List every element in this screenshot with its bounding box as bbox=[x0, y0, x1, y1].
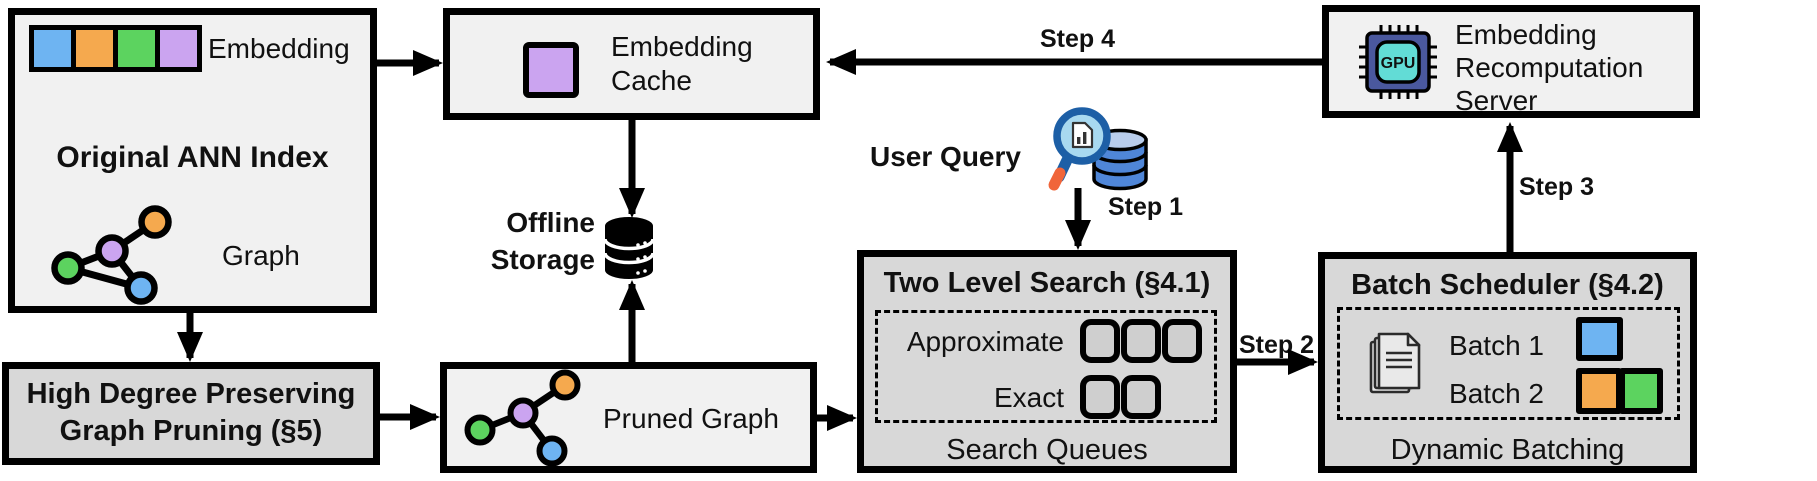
original-ann-index-box: Embedding Original ANN Index Graph bbox=[8, 8, 377, 313]
dynamic-batching-footer: Dynamic Batching bbox=[1390, 434, 1625, 466]
server-line1: Embedding bbox=[1455, 19, 1597, 50]
batch2-item-orange bbox=[1576, 368, 1622, 414]
batch1-label: Batch 1 bbox=[1449, 330, 1544, 361]
two-level-search-title: Two Level Search (§4.1) bbox=[883, 267, 1211, 299]
batch2-item-green bbox=[1619, 368, 1663, 414]
graph-pruning-box: High Degree Preserving Graph Pruning (§5… bbox=[2, 362, 380, 465]
batch1-item-icon bbox=[1576, 317, 1623, 361]
step1-label: Step 1 bbox=[1108, 193, 1184, 221]
queue-slot bbox=[1121, 375, 1161, 419]
batch2-label: Batch 2 bbox=[1449, 378, 1544, 409]
dynamic-batching-dashed-box: Batch 1 Batch 2 bbox=[1337, 307, 1680, 420]
user-query-icon bbox=[1048, 107, 1148, 191]
graph-icon bbox=[51, 205, 172, 305]
cached-embedding-icon bbox=[523, 42, 579, 98]
queue-slot bbox=[1080, 375, 1120, 419]
embedding-cache-line2: Cache bbox=[611, 64, 692, 96]
recomputation-server-box: GPU Embedding Recomputation Server bbox=[1322, 5, 1700, 118]
server-line2: Recomputation bbox=[1455, 52, 1644, 84]
embedding-label: Embedding bbox=[208, 33, 350, 64]
queue-slot bbox=[1080, 319, 1120, 363]
offline-storage-label: Offline Storage bbox=[430, 205, 595, 279]
embedding-cell-green bbox=[118, 30, 155, 67]
exact-label: Exact bbox=[993, 382, 1064, 413]
approximate-queue-icon bbox=[1080, 319, 1202, 363]
original-ann-index-title: Original ANN Index bbox=[56, 141, 329, 174]
pruned-graph-icon bbox=[464, 369, 581, 467]
offline-storage-line1: Offline bbox=[506, 207, 595, 238]
step4-label: Step 4 bbox=[1040, 25, 1116, 53]
batch-scheduler-box: Batch Scheduler (§4.2) Batch 1 Batch 2 bbox=[1318, 252, 1697, 473]
two-level-search-box: Two Level Search (§4.1) Approximate Exac… bbox=[857, 250, 1237, 473]
embedding-cell-purple bbox=[160, 30, 197, 67]
embedding-cache-line1: Embedding bbox=[611, 31, 753, 62]
graph-pruning-line1: High Degree Preserving bbox=[26, 378, 356, 410]
search-queues-dashed-box: Approximate Exact bbox=[875, 310, 1217, 423]
batch-scheduler-title: Batch Scheduler (§4.2) bbox=[1351, 269, 1664, 301]
embedding-cache-box: Embedding Cache bbox=[443, 8, 820, 120]
embedding-cell-blue bbox=[34, 30, 71, 67]
queue-slot bbox=[1162, 319, 1202, 363]
batch2-items-icon bbox=[1576, 368, 1663, 414]
graph-label: Graph bbox=[222, 240, 300, 271]
exact-queue-icon bbox=[1080, 375, 1161, 419]
gpu-icon-label: GPU bbox=[1381, 55, 1416, 72]
user-query-label: User Query bbox=[870, 141, 1021, 172]
offline-storage-line2: Storage bbox=[490, 243, 595, 275]
documents-icon bbox=[1369, 332, 1421, 394]
graph-pruning-title: High Degree Preserving Graph Pruning (§5… bbox=[9, 376, 373, 449]
graph-pruning-line2: Graph Pruning (§5) bbox=[59, 414, 323, 447]
step3-label: Step 3 bbox=[1519, 173, 1595, 201]
pruned-graph-label: Pruned Graph bbox=[603, 403, 779, 434]
recomputation-server-label: Embedding Recomputation Server bbox=[1455, 18, 1643, 117]
offline-storage-database-icon bbox=[603, 217, 655, 279]
step2-label: Step 2 bbox=[1239, 331, 1315, 359]
queue-slot bbox=[1121, 319, 1161, 363]
embedding-cell-orange bbox=[76, 30, 113, 67]
server-line3: Server bbox=[1455, 85, 1538, 117]
approximate-label: Approximate bbox=[906, 326, 1064, 357]
pruned-graph-box: Pruned Graph bbox=[440, 362, 817, 473]
gpu-chip-icon: GPU bbox=[1359, 25, 1437, 99]
search-queues-footer: Search Queues bbox=[946, 434, 1148, 466]
embedding-vector-icon bbox=[29, 25, 202, 72]
embedding-cache-label: Embedding Cache bbox=[611, 30, 753, 97]
